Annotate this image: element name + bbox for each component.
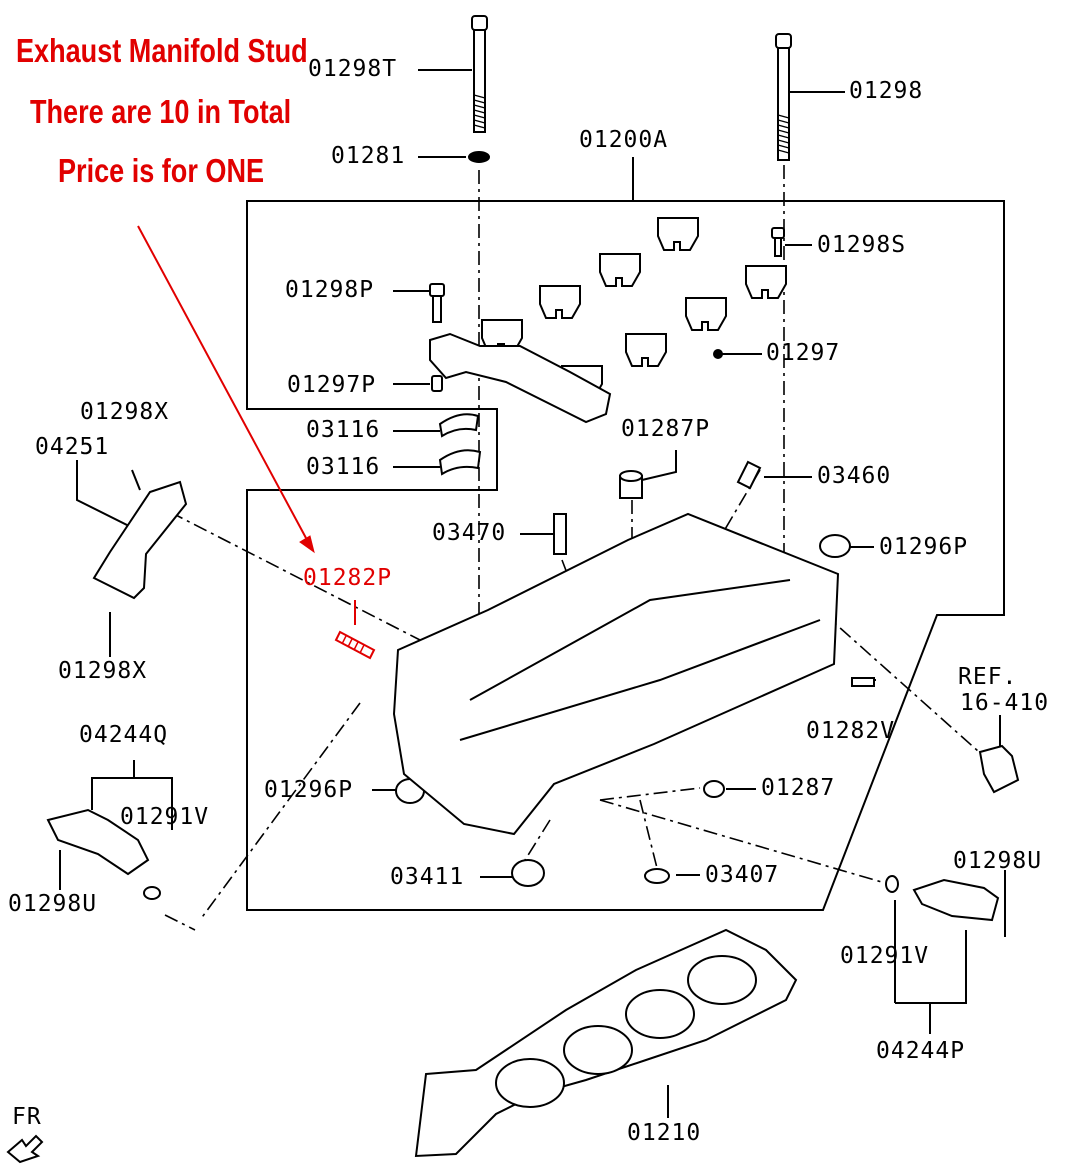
part-label-01287: 01287 (761, 775, 836, 801)
part-label-03411: 03411 (390, 864, 465, 890)
part-label-01296P-left: 01296P (264, 777, 354, 803)
part-label-01298X-bottom: 01298X (58, 658, 148, 684)
part-label-01298T: 01298T (308, 56, 398, 82)
assembly-boundary (246, 200, 1005, 911)
part-label-01297: 01297 (766, 340, 841, 366)
bolt-head (471, 15, 488, 31)
annotation-line-2: There are 10 in Total (30, 93, 292, 130)
part-label-01298: 01298 (849, 78, 924, 104)
front-direction-label: FR (12, 1104, 42, 1130)
part-label-01298X-top: 01298X (80, 399, 170, 425)
ref-label-line-1: REF. (958, 664, 1018, 690)
part-label-03116-lower: 03116 (306, 454, 381, 480)
part-label-01287P: 01287P (621, 416, 711, 442)
part-label-01200A: 01200A (579, 127, 669, 153)
part-label-01291V-left: 01291V (120, 804, 210, 830)
part-label-03460: 03460 (817, 463, 892, 489)
part-label-01297P: 01297P (287, 372, 377, 398)
part-label-04244P: 04244P (876, 1038, 966, 1064)
annotation-line-1: Exhaust Manifold Stud (16, 32, 308, 69)
part-label-01210: 01210 (627, 1120, 702, 1146)
ref-label-line-2: 16-410 (960, 690, 1050, 716)
part-label-01298U-left: 01298U (8, 891, 98, 917)
part-label-01298P: 01298P (285, 277, 375, 303)
part-label-04251: 04251 (35, 434, 110, 460)
part-label-04244Q: 04244Q (79, 722, 169, 748)
annotation-line-3: Price is for ONE (58, 152, 265, 189)
part-label-03116-upper: 03116 (306, 417, 381, 443)
part-label-01282P-highlight: 01282P (303, 565, 393, 591)
part-label-01298U-right: 01298U (953, 848, 1043, 874)
part-label-01298S: 01298S (817, 232, 907, 258)
part-label-01296P-right: 01296P (879, 534, 969, 560)
part-label-03407: 03407 (705, 862, 780, 888)
part-label-01291V-right: 01291V (840, 943, 930, 969)
part-label-03470: 03470 (432, 520, 507, 546)
part-label-01281: 01281 (331, 143, 406, 169)
part-label-01282V: 01282V (806, 718, 896, 744)
